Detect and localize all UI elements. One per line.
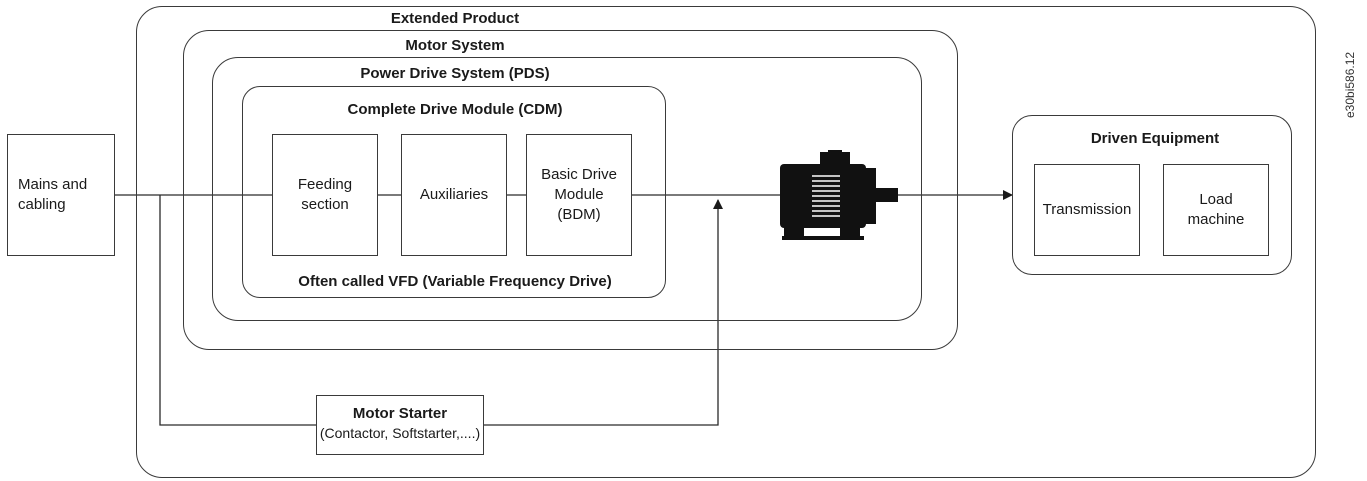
mains-label: Mains and cabling <box>18 176 88 213</box>
pds-box <box>212 57 922 321</box>
bdm-label: Basic Drive Module (BDM) <box>541 166 617 223</box>
pds-title: Power Drive System (PDS) <box>360 65 550 82</box>
motor-system-title: Motor System <box>405 37 505 54</box>
electric-motor-icon <box>780 150 898 240</box>
transmission-block: Transmission <box>1034 164 1140 256</box>
load-machine-label: Load machine <box>1187 191 1245 228</box>
cdm-footer: Often called VFD (Variable Frequency Dri… <box>298 273 612 290</box>
motor-starter-subtitle: (Contactor, Softstarter,....) <box>319 425 481 441</box>
driven-equipment-box <box>1012 115 1292 275</box>
transmission-label: Transmission <box>1042 201 1132 218</box>
extended-product-title: Extended Product <box>390 10 520 27</box>
figure-code: e30bi586.12 <box>1343 51 1357 118</box>
motor-starter-block: Motor Starter (Contactor, Softstarter,..… <box>316 395 484 455</box>
bypass-line-to-starter <box>159 195 316 426</box>
auxiliaries-label: Auxiliaries <box>419 186 489 203</box>
load-machine-block: Load machine <box>1163 164 1269 256</box>
bypass-line-from-starter <box>484 199 723 426</box>
motor-starter-title: Motor Starter <box>352 405 448 422</box>
motor-system-box <box>183 30 958 350</box>
feeding-section-label: Feeding section <box>297 176 353 213</box>
mains-block: Mains and cabling <box>7 134 115 256</box>
extended-product-box <box>136 6 1316 478</box>
bdm-block: Basic Drive Module (BDM) <box>526 134 632 256</box>
driven-equipment-title: Driven Equipment <box>1090 130 1220 147</box>
cdm-box <box>242 86 666 298</box>
auxiliaries-block: Auxiliaries <box>401 134 507 256</box>
feeding-section-block: Feeding section <box>272 134 378 256</box>
cdm-title: Complete Drive Module (CDM) <box>347 101 563 118</box>
